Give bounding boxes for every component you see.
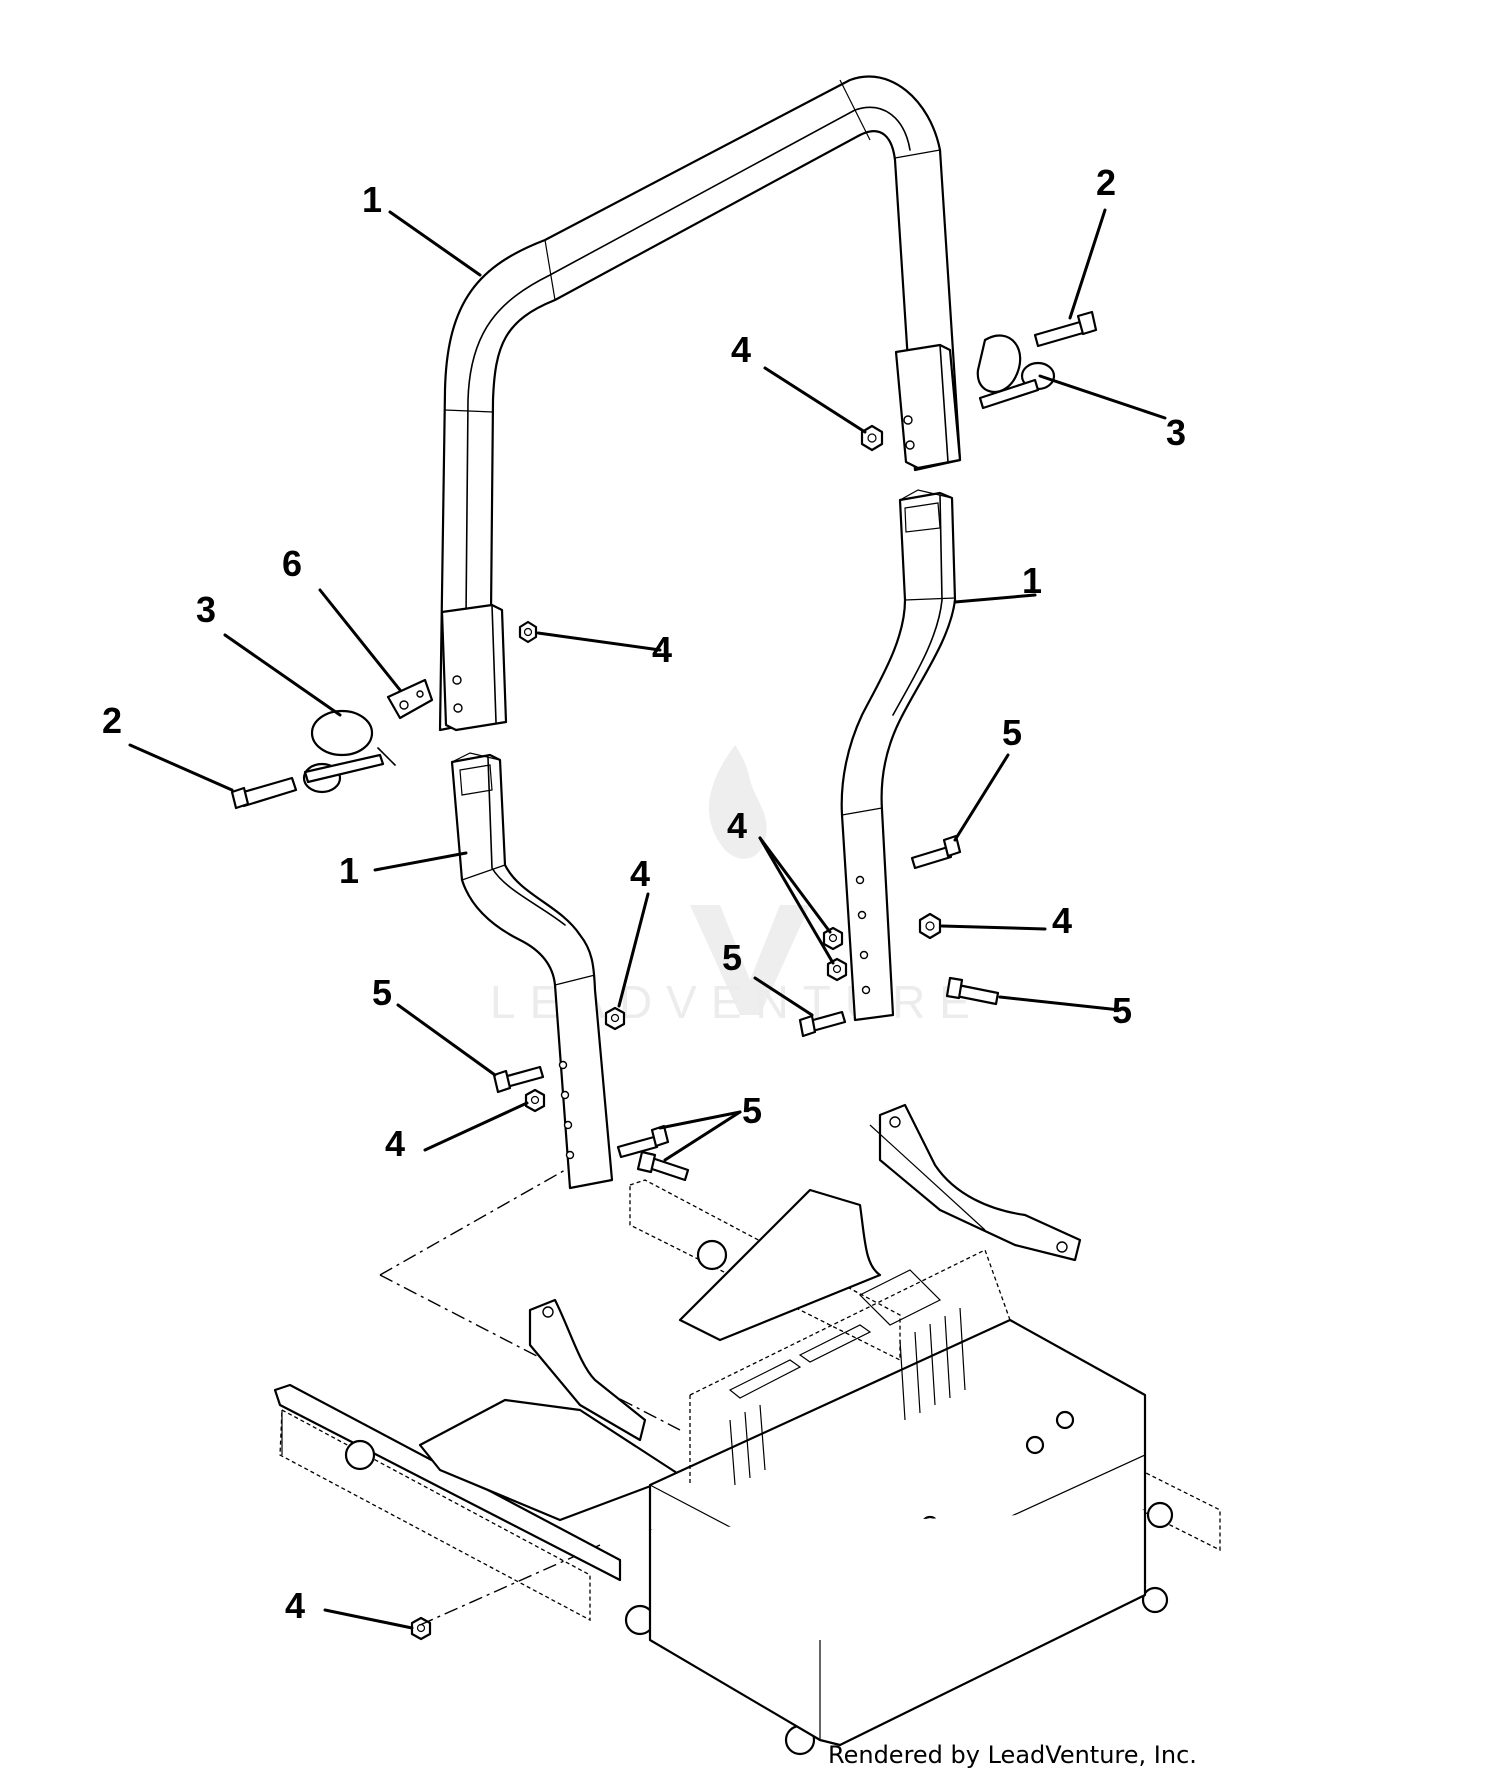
callout-c4e: 4	[630, 853, 650, 894]
mower-frame	[273, 1103, 1221, 1756]
callout-c5b: 5	[722, 937, 742, 978]
upper-roll-bar	[438, 75, 962, 732]
nut-mid-2	[826, 957, 848, 982]
callout-c2a: 2	[1096, 162, 1116, 203]
nut-mid-right	[918, 912, 942, 940]
hardware	[230, 310, 1098, 1641]
callout-c6a: 6	[282, 543, 302, 584]
bolt-5-d	[492, 1065, 545, 1094]
callout-c1b: 1	[1022, 560, 1042, 601]
callout-c4g: 4	[285, 1585, 305, 1626]
callout-c1a: 1	[362, 179, 382, 220]
callout-c4d: 4	[1052, 900, 1072, 941]
lock-pin-right	[976, 334, 1056, 410]
watermark-v-icon	[690, 905, 810, 1015]
bolt-5-a	[910, 834, 962, 870]
bolt-5-f	[636, 1150, 690, 1182]
lock-pin-left	[302, 709, 396, 794]
callout-c4c: 4	[727, 805, 747, 846]
callout-c4b: 4	[652, 629, 672, 670]
callout-c1c: 1	[339, 850, 359, 891]
nut-upper-left	[518, 620, 538, 644]
bolt-left-upper	[230, 776, 298, 810]
callout-c5a: 5	[1002, 712, 1022, 753]
bolt-5-b	[798, 1010, 847, 1038]
clip-bracket	[386, 678, 434, 720]
render-credit: Rendered by LeadVenture, Inc.	[828, 1741, 1197, 1769]
nut-upper-right	[860, 424, 884, 452]
nut-mid-1	[822, 926, 844, 951]
callout-c5c: 5	[1112, 990, 1132, 1031]
left-lower-upright	[450, 752, 614, 1190]
callout-c5d: 5	[372, 972, 392, 1013]
callout-c3b: 3	[196, 589, 216, 630]
nut-left-low	[524, 1088, 546, 1113]
right-lower-upright	[840, 489, 957, 1022]
nut-left-mid	[604, 1006, 626, 1031]
callout-c4f: 4	[385, 1123, 405, 1164]
callout-c3a: 3	[1166, 412, 1186, 453]
bolt-right-upper	[1033, 310, 1098, 348]
leader-lines	[128, 208, 1167, 1630]
callout-c4a: 4	[731, 329, 751, 370]
bolt-5-c	[945, 976, 1000, 1006]
callout-c5e: 5	[742, 1090, 762, 1131]
callout-labels: 1 1 1 2 2 3 3 4 4 4 4 4 4 4 5 5 5 5 5 6	[102, 162, 1186, 1626]
callout-c2b: 2	[102, 700, 122, 741]
watermark-flame-icon	[708, 745, 767, 859]
frame-grille	[729, 1307, 966, 1486]
